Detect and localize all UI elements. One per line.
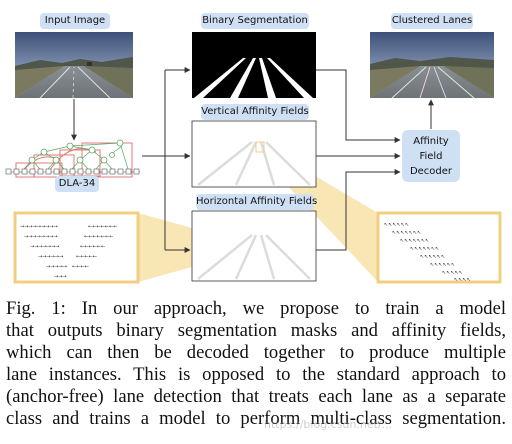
svg-text:↖↖↖↖↖↖↖: ↖↖↖↖↖↖↖ bbox=[392, 230, 421, 236]
binary-segmentation-image bbox=[192, 32, 316, 98]
caption-line: lane instances. This is opposed to the s… bbox=[6, 364, 506, 385]
arrows-backbone-to-heads bbox=[142, 67, 191, 253]
label-input-image: Input Image bbox=[40, 13, 110, 29]
label-vertical-affinity-fields: Vertical Affinity Fields bbox=[201, 104, 309, 120]
clustered-lanes-image bbox=[370, 32, 494, 99]
caption-line: (anchor-free) lane detection that treats… bbox=[6, 386, 506, 407]
input-road-image bbox=[15, 32, 133, 99]
caption-line: that outputs binary segmentation masks a… bbox=[6, 320, 506, 341]
svg-text:↖↖↖↖↖↖↖: ↖↖↖↖↖↖↖ bbox=[410, 246, 439, 252]
decoder-label-line1: Affinity bbox=[413, 135, 449, 147]
svg-text:↖↖↖↖↖: ↖↖↖↖↖ bbox=[442, 270, 463, 276]
label-horizontal-affinity-fields: Horizontal Affinity Fields bbox=[196, 194, 317, 210]
vertical-affinity-fields-image bbox=[191, 120, 317, 188]
label-binary-segmentation: Binary Segmentation bbox=[201, 13, 309, 29]
svg-text:→→→→→→→→→: →→→→→→→→→ bbox=[20, 224, 58, 230]
svg-text:↖↖↖↖↖↖: ↖↖↖↖↖↖ bbox=[420, 254, 445, 260]
decoder-label-line2: Field bbox=[419, 150, 443, 162]
caption-line: class and trains a model to perform mult… bbox=[6, 408, 506, 429]
dla34-network-diagram bbox=[5, 139, 140, 178]
svg-text:←←←←←←←: ←←←←←←← bbox=[88, 224, 117, 230]
affinity-field-decoder-box: Affinity Field Decoder bbox=[402, 130, 460, 182]
svg-text:→→→→→→→→: →→→→→→→→ bbox=[24, 234, 58, 240]
svg-text:↖↖↖↖↖↖↖: ↖↖↖↖↖↖↖ bbox=[400, 238, 429, 244]
svg-text:→→→→→→→: →→→→→→→ bbox=[30, 244, 59, 250]
svg-text:←←←←←: ←←←←← bbox=[76, 254, 97, 260]
horizontal-affinity-fields-image bbox=[191, 210, 317, 282]
zoomed-horizontal-field-arrows: →→→→→→→→→ ←←←←←←← →→→→→→→→ ←←←←←←← →→→→→… bbox=[20, 224, 117, 280]
svg-text:→→→→→: →→→→→ bbox=[46, 264, 67, 270]
svg-text:→→→: →→→ bbox=[54, 274, 67, 280]
svg-text:↖↖↖↖↖↖: ↖↖↖↖↖↖ bbox=[430, 262, 455, 268]
label-backbone: DLA-34 bbox=[55, 176, 99, 192]
svg-text:←←←←←←←: ←←←←←←← bbox=[84, 234, 113, 240]
svg-text:←←←←←←: ←←←←←← bbox=[80, 244, 105, 250]
caption-line: which can then be decoded together to pr… bbox=[6, 342, 506, 363]
svg-text:↖↖↖↖: ↖↖↖↖ bbox=[454, 277, 471, 283]
caption-line: Fig. 1: In our approach, we propose to t… bbox=[6, 298, 506, 319]
watermark: https://blog.csdn.net/... bbox=[264, 418, 393, 431]
svg-text:↖↖↖↖↖↖: ↖↖↖↖↖↖ bbox=[384, 222, 409, 228]
svg-text:←←←←: ←←←← bbox=[72, 264, 89, 270]
zoomed-vertical-field-arrows: ↖↖↖↖↖↖ ↖↖↖↖↖↖↖ ↖↖↖↖↖↖↖ ↖↖↖↖↖↖↖ ↖↖↖↖↖↖ ↖↖… bbox=[384, 222, 471, 283]
decoder-label-line3: Decoder bbox=[409, 165, 453, 177]
label-clustered-lanes: Clustered Lanes bbox=[391, 13, 473, 29]
arrows-heads-to-decoder bbox=[316, 69, 434, 251]
figure-diagram: →→→→→→→→→ ←←←←←←← →→→→→→→→ ←←←←←←← →→→→→… bbox=[5, 32, 502, 284]
svg-text:→→→→→→: →→→→→→ bbox=[38, 254, 63, 260]
figure-caption: Fig. 1: In our approach, we propose to t… bbox=[6, 298, 506, 430]
